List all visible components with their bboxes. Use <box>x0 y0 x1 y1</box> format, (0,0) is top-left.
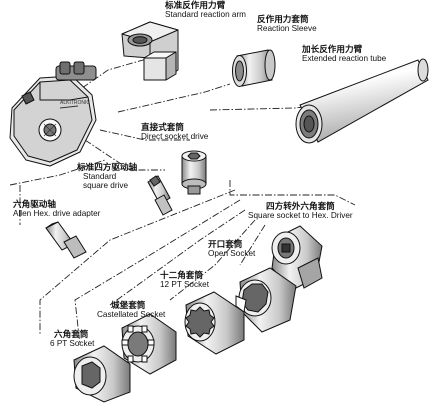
label-zh: 城堡套筒 <box>111 301 146 311</box>
label-open-socket: 开口套筒 Open Socket <box>208 240 256 259</box>
hex-adapter-part <box>45 221 87 259</box>
reaction-arm-part <box>121 21 179 81</box>
label-standard-square-drive: 标准四方驱动轴 Standard square drive <box>77 163 138 190</box>
label-en: Extended reaction tube <box>302 54 387 64</box>
label-standard-reaction-arm: 标准反作用力臂 Standard reaction arm <box>165 1 247 20</box>
label-extended-reaction-tube: 加长反作用力臂 Extended reaction tube <box>302 45 387 64</box>
label-en-line2: square drive <box>83 180 129 190</box>
svg-text:ALKITRONIC: ALKITRONIC <box>60 100 90 106</box>
label-en: Allen Hex. drive adapter <box>13 209 101 219</box>
connector-lines <box>9 57 356 346</box>
label-en: 6 PT Socket <box>50 339 95 349</box>
label-en: Reaction Sleeve <box>257 24 317 34</box>
reaction-sleeve-part <box>232 49 276 87</box>
label-zh: 加长反作用力臂 <box>302 45 363 55</box>
square-to-hex-part <box>271 225 323 291</box>
torque-wrench-head: ALKITRONIC <box>9 61 97 167</box>
label-direct-socket-drive: 直接式套筒 Direct socket drive <box>141 123 209 142</box>
label-en: Square socket to Hex. Driver <box>248 211 353 221</box>
label-zh: 十二角套筒 <box>160 271 203 281</box>
square-drive-part <box>147 175 173 216</box>
label-zh: 标准四方驱动轴 <box>77 163 138 173</box>
extended-tube-part <box>295 58 429 144</box>
label-reaction-sleeve: 反作用力套筒 Reaction Sleeve <box>257 15 317 34</box>
label-zh: 六角套筒 <box>54 330 89 340</box>
label-zh: 六角驱动轴 <box>13 200 56 210</box>
label-en: Standard reaction arm <box>165 10 247 20</box>
label-en: Castellated Socket <box>97 310 166 320</box>
label-zh: 四方转外六角套筒 <box>266 202 335 212</box>
label-12pt-socket: 十二角套筒 12 PT Socket <box>160 271 210 290</box>
open-socket-part <box>235 267 297 333</box>
label-en: Open Socket <box>208 249 256 259</box>
label-en: Direct socket drive <box>141 132 209 142</box>
label-castellated-socket: 城堡套筒 Castellated Socket <box>97 301 166 320</box>
label-zh: 直接式套筒 <box>141 123 184 133</box>
pt6-socket-part <box>73 345 131 403</box>
label-en: 12 PT Socket <box>160 280 210 290</box>
direct-socket-part <box>181 150 207 195</box>
label-square-to-hex-driver: 四方转外六角套筒 Square socket to Hex. Driver <box>248 202 353 221</box>
castellated-socket-part <box>121 313 177 375</box>
label-allen-hex-adapter: 六角驱动轴 Allen Hex. drive adapter <box>13 200 101 219</box>
label-zh: 反作用力套筒 <box>257 15 309 25</box>
label-6pt-socket: 六角套筒 6 PT Socket <box>50 330 95 349</box>
label-zh: 开口套筒 <box>208 240 243 250</box>
label-zh: 标准反作用力臂 <box>165 1 226 11</box>
pt12-socket-part <box>184 291 245 355</box>
label-en-line1: Standard <box>83 172 117 182</box>
